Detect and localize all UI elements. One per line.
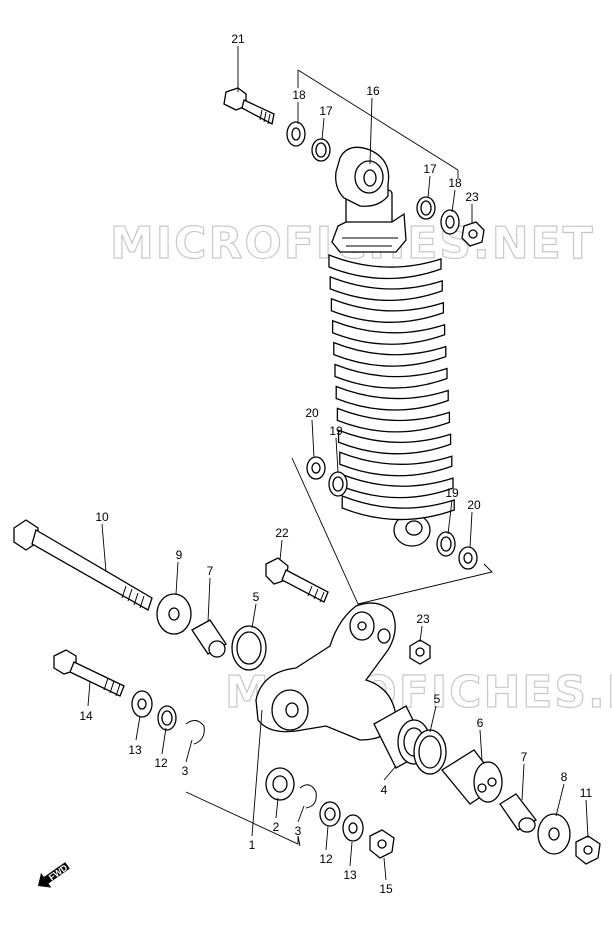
callout-1: 1 <box>249 838 256 852</box>
callout-13: 13 <box>343 868 357 882</box>
callout-20: 20 <box>467 498 481 512</box>
collar-6 <box>441 749 503 805</box>
cushion-lever-1 <box>255 602 397 741</box>
spring-coil <box>331 319 446 345</box>
leader-lines <box>87 46 589 881</box>
callout-4: 4 <box>381 783 388 797</box>
bearing-2 <box>265 767 295 801</box>
callout-5: 5 <box>253 590 260 604</box>
spacer-7-right <box>499 793 537 833</box>
group-bracket-top <box>297 69 459 178</box>
callout-19: 19 <box>445 486 459 500</box>
spring-coil <box>335 385 449 411</box>
collar-18-right <box>440 209 460 235</box>
spring-coil <box>328 254 442 280</box>
group-bracket-middle <box>291 457 493 605</box>
collar-18-left <box>286 121 306 147</box>
callout-8: 8 <box>561 770 568 784</box>
callout-16: 16 <box>366 84 380 98</box>
callout-9: 9 <box>176 548 183 562</box>
forward-direction-badge: FWD <box>38 862 70 888</box>
callout-12: 12 <box>319 852 333 866</box>
bolt-22 <box>265 557 329 603</box>
nut-23-top <box>461 221 485 247</box>
nut-11 <box>575 835 601 865</box>
callout-17: 17 <box>423 162 437 176</box>
spring-coil <box>329 275 443 302</box>
nut-15 <box>369 829 395 859</box>
callout-13: 13 <box>128 743 142 757</box>
bearing-5-left <box>231 625 267 671</box>
shock-absorber <box>328 146 455 547</box>
bolt-21 <box>223 87 275 125</box>
washer-9 <box>156 593 192 635</box>
group-bracket-bottom <box>185 791 299 845</box>
circlip-3-left <box>185 720 205 745</box>
circlip-3-right <box>299 784 317 809</box>
spring-coil <box>336 407 451 433</box>
callout-3: 3 <box>295 824 302 838</box>
spacer-7-left <box>191 619 227 658</box>
callout-6: 6 <box>477 716 484 730</box>
callout-15: 15 <box>379 882 393 896</box>
washer-8 <box>537 813 571 855</box>
spring-coil <box>337 429 452 455</box>
callout-17: 17 <box>319 104 333 118</box>
callout-10: 10 <box>95 510 109 524</box>
seal-17-left <box>311 138 331 162</box>
callout-5: 5 <box>434 692 441 706</box>
callout-14: 14 <box>79 709 93 723</box>
callout-labels: 21 18 17 16 17 18 23 20 19 19 20 10 9 7 … <box>79 32 592 896</box>
seal-5-right <box>413 729 447 775</box>
callout-20: 20 <box>305 406 319 420</box>
bolt-10 <box>13 519 153 611</box>
callout-12: 12 <box>154 756 168 770</box>
callout-19: 19 <box>329 424 343 438</box>
callout-2: 2 <box>273 820 280 834</box>
callout-3: 3 <box>182 764 189 778</box>
callout-7: 7 <box>207 564 214 578</box>
spring-coil <box>339 451 453 477</box>
callout-11: 11 <box>580 786 593 800</box>
seal-17-right <box>416 196 436 220</box>
callout-18: 18 <box>292 88 306 102</box>
callout-18: 18 <box>448 176 462 190</box>
callout-22: 22 <box>275 526 289 540</box>
bolt-14 <box>53 649 125 697</box>
spring-coil <box>330 297 445 323</box>
spring-coil <box>333 341 447 367</box>
nut-23-bottom <box>409 639 431 665</box>
spring-coil <box>341 495 455 521</box>
callout-21: 21 <box>231 32 245 46</box>
callout-23: 23 <box>416 612 430 626</box>
callout-23: 23 <box>465 190 479 204</box>
callout-7: 7 <box>521 750 528 764</box>
spring-coil <box>334 363 448 389</box>
spring-coil <box>340 473 454 499</box>
